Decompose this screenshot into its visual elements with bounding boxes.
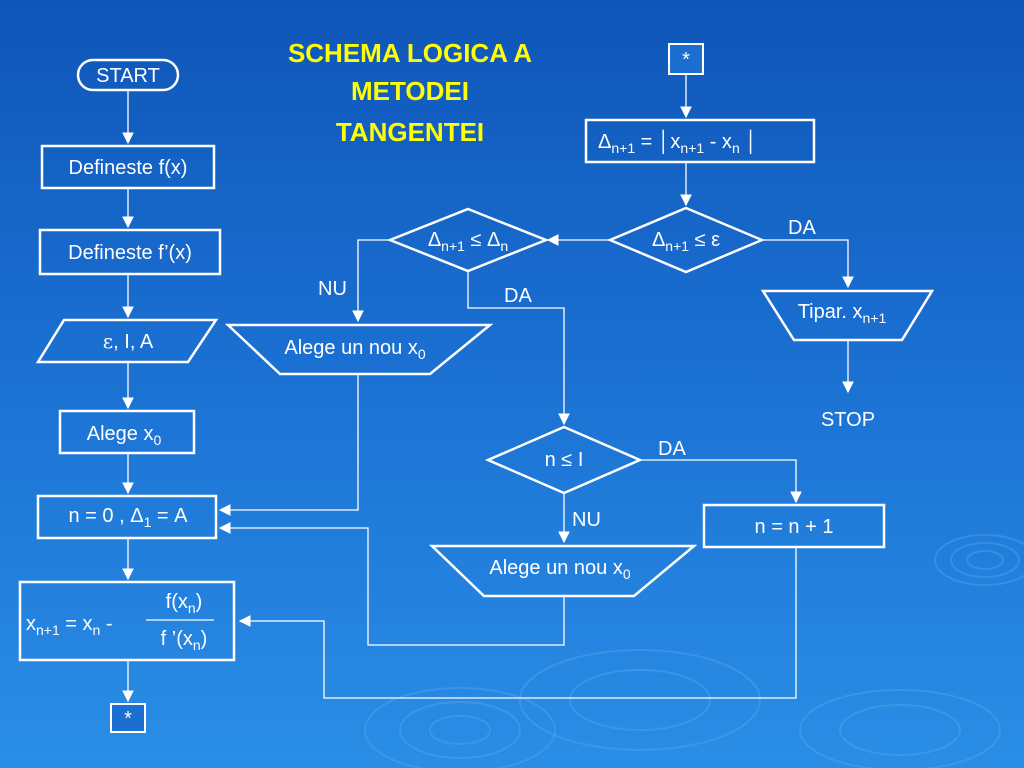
formula-denominator: f ’(xn): [161, 628, 208, 653]
node-choose-new-x0-bottom: Alege un nou x0: [428, 544, 698, 598]
choose-x0-label: Alege x0: [87, 423, 162, 448]
diagram-title: SCHEMA LOGICA A METODEI TANGENTEI: [288, 38, 532, 147]
title-line-1: SCHEMA LOGICA A: [288, 38, 532, 68]
decision-delta-label: Δn+1 ≤ Δn: [428, 229, 508, 254]
decision-n-label: n ≤ I: [545, 449, 584, 471]
define-fprime-label: Defineste f’(x): [68, 242, 192, 264]
node-start: START: [76, 58, 180, 92]
node-formula: xn+1 = xn - f(xn) f ’(xn): [18, 580, 236, 662]
node-define-f: Defineste f(x): [40, 144, 216, 190]
decision-n-leq-i: n ≤ I: [484, 425, 644, 495]
connector-left-label: *: [124, 708, 132, 730]
node-define-fprime: Defineste f’(x): [38, 228, 222, 276]
increment-label: n = n + 1: [755, 516, 834, 538]
label-da-3: DA: [658, 438, 686, 460]
node-delta-definition: Δn+1 = │xn+1 - xn │: [584, 118, 816, 164]
connector-left: *: [110, 703, 146, 733]
delta-definition-label: Δn+1 = │xn+1 - xn │: [598, 129, 758, 156]
label-da-1: DA: [788, 217, 816, 239]
node-init: n = 0 , Δ1 = A: [36, 494, 218, 540]
node-input-eps-i-a: ε, I, A: [35, 318, 219, 364]
title-line-3: TANGENTEI: [336, 117, 484, 147]
node-choose-x0: Alege x0: [58, 409, 196, 455]
node-print: Tipar. xn+1: [760, 289, 935, 342]
label-nu-1: NU: [318, 278, 347, 300]
connector-right-label: *: [682, 49, 690, 71]
formula-lhs: xn+1 = xn -: [26, 613, 113, 638]
background-ripples: [364, 534, 1024, 768]
connector-right: *: [668, 43, 704, 75]
node-choose-new-x0-top: Alege un nou x0: [224, 323, 494, 376]
start-label: START: [96, 65, 160, 87]
formula-numerator: f(xn): [166, 591, 203, 616]
decision-eps-label: Δn+1 ≤ ε: [652, 229, 720, 254]
label-nu-2: NU: [572, 509, 601, 531]
print-label: Tipar. xn+1: [798, 301, 887, 326]
choose-top-label: Alege un nou x0: [284, 337, 425, 362]
choose-bottom-label: Alege un nou x0: [489, 557, 630, 582]
stop-label: STOP: [821, 409, 875, 431]
title-line-2: METODEI: [351, 76, 469, 106]
define-f-label: Defineste f(x): [69, 157, 188, 179]
node-increment: n = n + 1: [702, 503, 886, 549]
label-da-2: DA: [504, 285, 532, 307]
init-label: n = 0 , Δ1 = A: [68, 505, 188, 530]
decision-delta-leq-eps: Δn+1 ≤ ε: [606, 206, 766, 274]
decision-delta-leq-delta: Δn+1 ≤ Δn: [386, 207, 550, 273]
input-label: ε, I, A: [103, 329, 154, 353]
